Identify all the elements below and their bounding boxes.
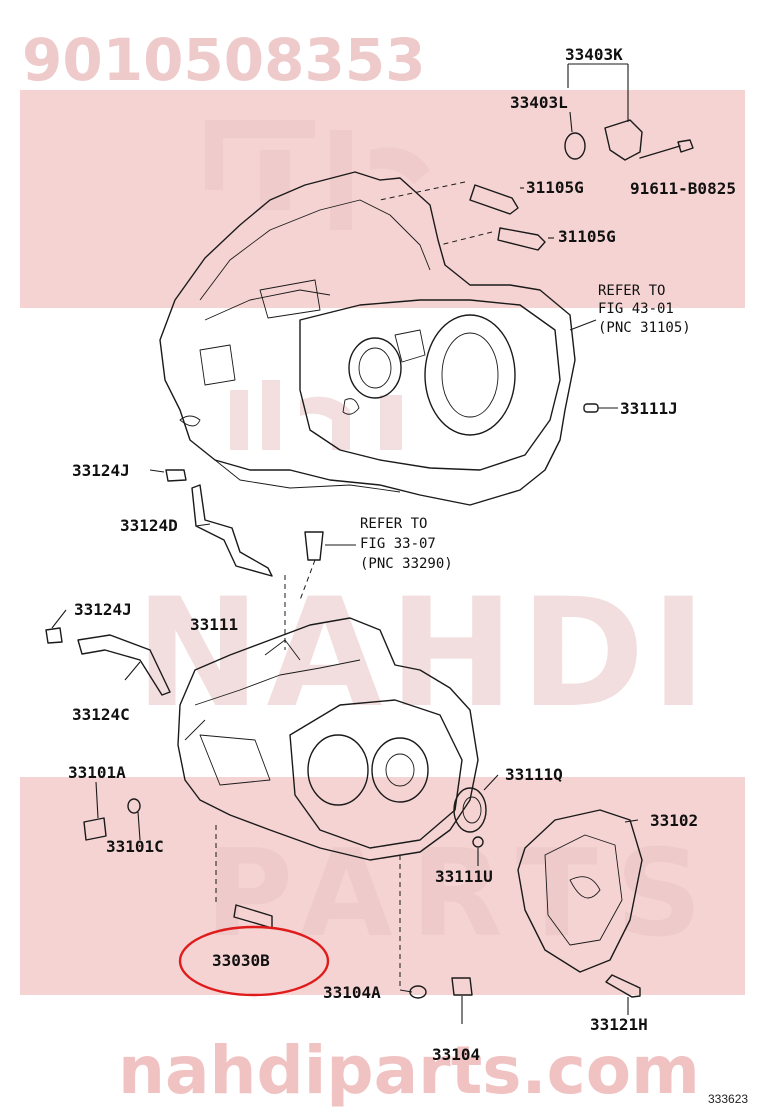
cover-33102 xyxy=(517,809,643,973)
plug-33104 xyxy=(451,977,473,996)
refer-label-43-01-line1[interactable]: REFER TO xyxy=(598,283,665,299)
part-label-33104[interactable]: 33104 xyxy=(432,1045,480,1064)
watermark-logo-shapes xyxy=(205,120,430,450)
plug-33111u xyxy=(472,836,484,848)
watermark-band-bottom xyxy=(20,777,745,995)
refer-label-43-01-line3[interactable]: (PNC 31105) xyxy=(598,320,691,336)
part-label-33124j-upper[interactable]: 33124J xyxy=(72,461,130,480)
part-label-33403k[interactable]: 33403K xyxy=(565,45,623,64)
bolt-91611-b0825 xyxy=(639,139,694,159)
sensor-33403k xyxy=(604,119,643,161)
upper-bearing-bore-right xyxy=(424,314,516,436)
upper-dashed-lines xyxy=(215,181,493,990)
watermark-site: nahdiparts.com xyxy=(118,1032,700,1109)
part-label-33104a[interactable]: 33104A xyxy=(323,983,381,1002)
part-label-33101c[interactable]: 33101C xyxy=(106,837,164,856)
refer-label-33-07-line2[interactable]: FIG 33-07 xyxy=(360,536,436,552)
highlight-ellipse-33030b xyxy=(178,925,330,997)
lower-bore-right xyxy=(371,737,429,803)
part-label-33124c[interactable]: 33124C xyxy=(72,705,130,724)
watermark-logo-top xyxy=(205,120,430,230)
upper-housing-drawing xyxy=(159,119,694,577)
refer-label-33-07-line1[interactable]: REFER TO xyxy=(360,516,427,532)
upper-bearing-bore-left xyxy=(348,337,402,399)
bracket-33124c xyxy=(77,634,171,696)
figure-code: 333623 xyxy=(708,1092,748,1106)
refer-label-43-01-line2[interactable]: FIG 43-01 xyxy=(598,301,674,317)
leader-lines xyxy=(51,63,639,1024)
part-label-33102[interactable]: 33102 xyxy=(650,811,698,830)
o-ring-33403l xyxy=(564,132,586,160)
watermark-brand-middle: NAHDI xyxy=(135,567,713,741)
part-label-33111u[interactable]: 33111U xyxy=(435,867,493,886)
gasket-33101c xyxy=(127,798,141,814)
part-label-33121h[interactable]: 33121H xyxy=(590,1015,648,1034)
part-label-33101a[interactable]: 33101A xyxy=(68,763,126,782)
bolt-31105g-lower xyxy=(497,227,546,251)
lower-case-drawing xyxy=(45,617,643,999)
part-label-31105g-lower[interactable]: 31105G xyxy=(558,227,616,246)
part-label-33111[interactable]: 33111 xyxy=(190,615,238,634)
bracket-33124d xyxy=(191,484,273,577)
lower-bore-left xyxy=(307,734,369,806)
dowel-pin-33111j xyxy=(583,403,599,413)
part-labels: 33403K 33403L 31105G 91611-B0825 31105G … xyxy=(68,45,736,1064)
bolt-31105g-upper xyxy=(469,184,519,215)
bolt-33124j-upper xyxy=(165,469,187,482)
watermark-part-number: 9010508353 xyxy=(22,26,426,94)
part-label-33124j-lower[interactable]: 33124J xyxy=(74,600,132,619)
part-label-33124d[interactable]: 33124D xyxy=(120,516,178,535)
watermark-bands xyxy=(20,90,745,995)
plug-33101a xyxy=(83,817,107,841)
part-label-91611-b0825[interactable]: 91611-B0825 xyxy=(630,179,736,198)
part-label-31105g-upper[interactable]: 31105G xyxy=(526,178,584,197)
oil-seal-33111q xyxy=(453,787,487,833)
part-label-33403l[interactable]: 33403L xyxy=(510,93,568,112)
bolt-33121h xyxy=(605,974,641,998)
watermark-logo-middle xyxy=(230,380,402,450)
part-label-33111q[interactable]: 33111Q xyxy=(505,765,563,784)
plug-fig-33-07 xyxy=(304,531,324,561)
bolt-33124j-lower xyxy=(45,627,63,644)
refer-label-33-07-line3[interactable]: (PNC 33290) xyxy=(360,556,453,572)
part-label-33111j[interactable]: 33111J xyxy=(620,399,678,418)
part-label-33030b[interactable]: 33030B xyxy=(212,951,270,970)
upper-housing-window xyxy=(259,279,321,319)
watermark-brand-lower: PARTS xyxy=(205,825,720,964)
